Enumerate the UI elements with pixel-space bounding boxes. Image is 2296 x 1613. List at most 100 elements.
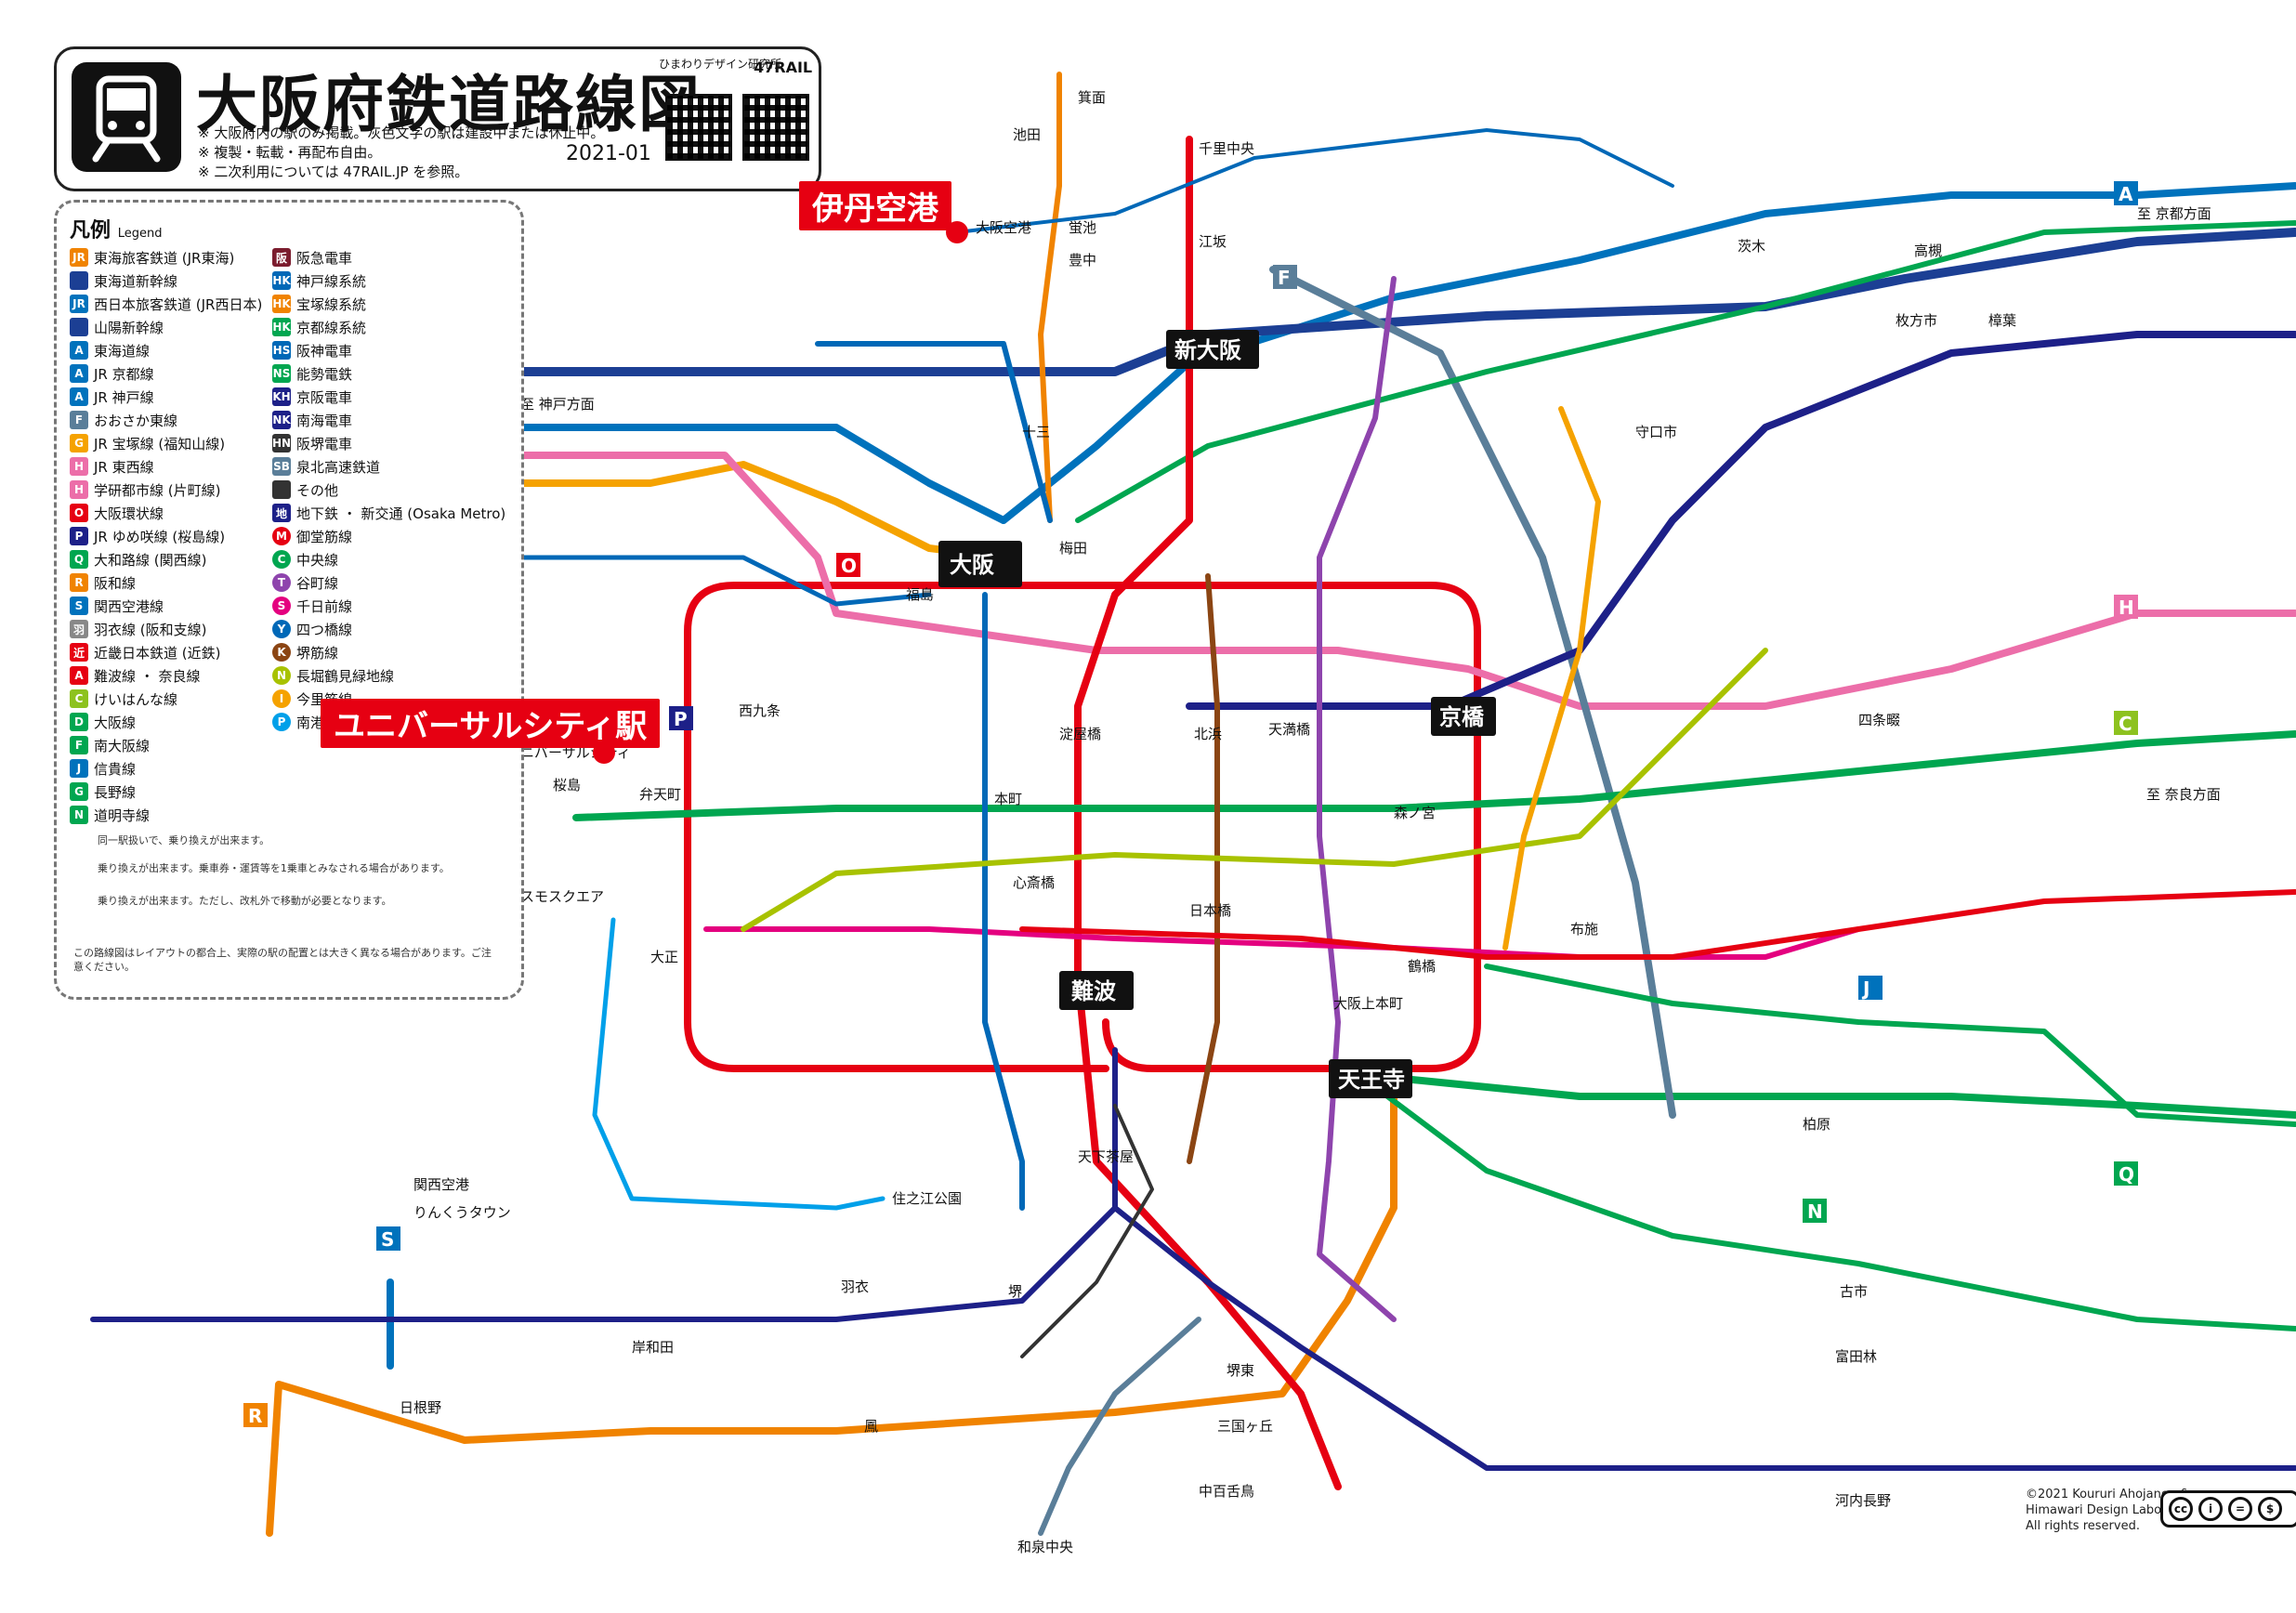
station-shin-osaka-box[interactable] [1166, 330, 1259, 369]
station-honmachi[interactable]: 本町 [994, 791, 1022, 807]
station-hirakatashi[interactable]: 枚方市 [1896, 312, 1937, 329]
qr-code-icon[interactable] [665, 94, 732, 161]
station-yodoyabashi[interactable]: 淀屋橋 [1059, 726, 1101, 742]
station-hotarugaike[interactable]: 蛍池 [1069, 219, 1096, 236]
station-shijonawate[interactable]: 四条畷 [1858, 712, 1900, 728]
station-rinku[interactable]: りんくうタウン [413, 1204, 511, 1221]
station-kashiwara[interactable]: 柏原 [1803, 1116, 1830, 1133]
creative-commons-badge[interactable]: cc i = $ [2160, 1490, 2296, 1528]
legend-line-symbol: D [70, 713, 88, 731]
legend-line-symbol [70, 271, 88, 290]
station-moriguchi[interactable]: 守口市 [1635, 424, 1677, 440]
legend-line-symbol: O [70, 504, 88, 522]
legend-line-label: 京都線系統 [296, 319, 367, 336]
station-uehonmachi[interactable]: 大阪上本町 [1333, 995, 1403, 1012]
legend-line-symbol: C [70, 689, 88, 708]
marker-h-east [2114, 595, 2138, 619]
legend-line-symbol: Q [70, 550, 88, 569]
legend-line-label: その他 [296, 481, 339, 499]
station-mino[interactable]: 箕面 [1078, 89, 1106, 106]
station-umeda[interactable]: 梅田 [1059, 540, 1087, 557]
direction-kyoto: 至 京都方面 [2137, 205, 2211, 222]
legend-line-label: 四つ橋線 [296, 621, 353, 638]
legend-line-symbol: HK [272, 318, 291, 336]
station-nakamozu[interactable]: 中百舌鳥 [1199, 1483, 1254, 1500]
legend-line-symbol: NK [272, 411, 291, 429]
station-furuichi[interactable]: 古市 [1840, 1283, 1868, 1300]
legend-line-label: 関西空港線 [94, 597, 164, 615]
station-nippombashi[interactable]: 日本橋 [1189, 902, 1231, 919]
station-tengachaya[interactable]: 天下茶屋 [1078, 1148, 1134, 1165]
marker-f-north-label: F [1278, 267, 1291, 289]
header-notes: ※ 大阪府内の駅のみ掲載。灰色文字の駅は建設中または休止中。 ※ 複製・転載・再… [198, 124, 604, 182]
station-tennoji-box[interactable] [1329, 1059, 1412, 1098]
station-kawachinagano[interactable]: 河内長野 [1835, 1492, 1891, 1509]
station-juso[interactable]: 十三 [1022, 424, 1050, 440]
station-toyonaka[interactable]: 豊中 [1069, 252, 1096, 269]
station-fuse[interactable]: 布施 [1570, 921, 1598, 938]
legend-line-symbol: NS [272, 364, 291, 383]
legend-line-label: 地下鉄 ・ 新交通 (Osaka Metro) [296, 505, 506, 522]
station-namba-box[interactable] [1059, 971, 1134, 1010]
station-osaka-box[interactable] [938, 541, 1022, 587]
station-fukushima[interactable]: 福島 [906, 586, 934, 603]
station-ikeda[interactable]: 池田 [1013, 126, 1041, 143]
legend-line-label: 西日本旅客鉄道 (JR西日本) [94, 295, 263, 313]
station-hagoromo[interactable]: 羽衣 [841, 1279, 869, 1295]
station-izumichuo[interactable]: 和泉中央 [1017, 1539, 1073, 1555]
legend-line-label: 阪和線 [94, 574, 137, 592]
by-icon: i [2198, 1497, 2223, 1521]
station-suminoe[interactable]: 住之江公園 [892, 1190, 962, 1207]
legend-line-label: けいはんな線 [94, 690, 178, 708]
station-hineno[interactable]: 日根野 [400, 1399, 441, 1416]
station-sakurajima[interactable]: 桜島 [553, 777, 581, 793]
qr-code-icon[interactable] [742, 94, 809, 161]
station-tenmabashi[interactable]: 天満橋 [1268, 721, 1310, 738]
station-tondabayashi[interactable]: 富田林 [1835, 1348, 1877, 1365]
station-takatsuki[interactable]: 高槻 [1914, 243, 1942, 259]
legend-line-label: JR ゆめ咲線 (桜島線) [94, 528, 226, 545]
legend-line-symbol: SB [272, 457, 291, 476]
legend-line-label: 東海旅客鉄道 (JR東海) [94, 249, 235, 267]
station-ibaraki[interactable]: 茨木 [1738, 238, 1765, 255]
station-kyobashi-box[interactable] [1431, 697, 1496, 736]
legend-line-symbol: A [70, 364, 88, 383]
station-otori[interactable]: 鳳 [864, 1418, 878, 1435]
legend-line-symbol: F [70, 736, 88, 754]
station-nishikujo[interactable]: 西九条 [739, 702, 781, 719]
header-note: ※ 大阪府内の駅のみ掲載。灰色文字の駅は建設中または休止中。 [198, 125, 605, 141]
station-sakai[interactable]: 堺 [1008, 1283, 1022, 1300]
legend-line-label: 中央線 [296, 551, 339, 569]
station-itami-airport[interactable]: 大阪空港 [976, 219, 1031, 236]
station-shinsaibashi[interactable]: 心斎橋 [1013, 874, 1055, 891]
legend-line-symbol: F [70, 411, 88, 429]
station-esaka[interactable]: 江坂 [1199, 233, 1227, 250]
legend-line-label: JR 宝塚線 (福知山線) [94, 435, 226, 452]
legend-line-label: 南大阪線 [94, 737, 151, 754]
station-bentencho[interactable]: 弁天町 [639, 786, 681, 803]
station-senri-chuo[interactable]: 千里中央 [1199, 140, 1254, 157]
station-mikunigaoka[interactable]: 三国ヶ丘 [1217, 1418, 1273, 1435]
itami-airport-marker[interactable] [946, 221, 968, 243]
station-kishiwada[interactable]: 岸和田 [632, 1339, 674, 1356]
station-morinomiya[interactable]: 森ノ宮 [1394, 805, 1436, 821]
station-sakaihigashi[interactable]: 堺東 [1227, 1362, 1254, 1379]
station-cosmosquare[interactable]: コスモスクエア [506, 888, 604, 905]
station-kitahama[interactable]: 北浜 [1194, 726, 1222, 742]
station-taisho[interactable]: 大正 [650, 949, 678, 965]
legend-line-label: 能勢電鉄 [296, 365, 353, 383]
legend-line-symbol: I [272, 689, 291, 708]
station-tsuruhashi[interactable]: 鶴橋 [1408, 958, 1436, 975]
legend-line-symbol [272, 480, 291, 499]
legend-line-symbol: J [70, 759, 88, 778]
station-kuzuha[interactable]: 樟葉 [1988, 312, 2016, 329]
station-kix[interactable]: 関西空港 [413, 1176, 469, 1193]
